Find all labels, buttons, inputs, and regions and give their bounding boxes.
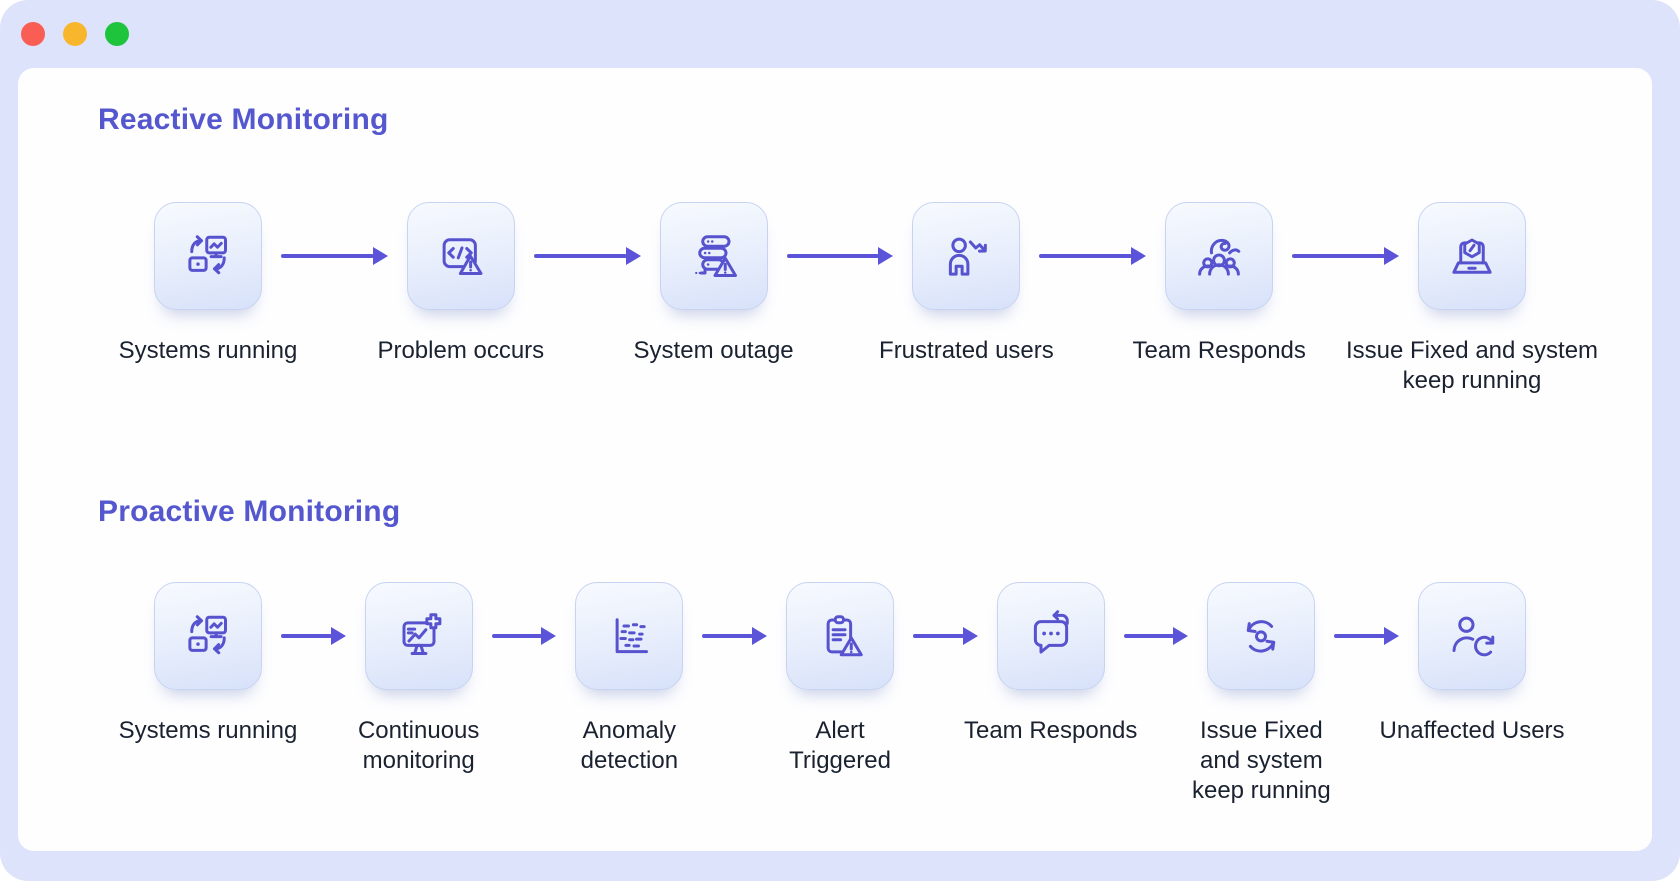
- flow-arrow: [774, 202, 907, 310]
- flow-arrow: [268, 202, 401, 310]
- flow-step-anomaly-detection: Anomaly detection: [569, 582, 689, 776]
- arrow-line: [533, 254, 627, 258]
- minimize-button[interactable]: [63, 22, 87, 46]
- window-titlebar: [0, 0, 1680, 68]
- flow-arrow: [1026, 202, 1159, 310]
- arrow-head-icon: [1173, 627, 1189, 645]
- proactive-monitoring-section: Proactive Monitoring Systems running Cont…: [98, 494, 1592, 806]
- arrow-head-icon: [1383, 247, 1399, 265]
- flow-step-continuous-monitoring: Continuous monitoring: [357, 582, 480, 776]
- step-label: Systems running: [118, 717, 298, 744]
- flow-step-issue-fixed-laptop: Issue Fixed and system keep running: [1346, 202, 1598, 396]
- flow-arrow: [900, 582, 991, 690]
- arrow-head-icon: [752, 627, 768, 645]
- flow-step-issue-fixed-sync: Issue Fixed and system keep running: [1192, 582, 1331, 806]
- step-label: Continuous monitoring: [357, 717, 480, 774]
- arrow-line: [1123, 634, 1175, 638]
- reactive-flow-row: Systems running Problem occurs System outa…: [98, 202, 1598, 396]
- step-label: System outage: [633, 337, 794, 364]
- flow-arrow: [521, 202, 654, 310]
- arrow-line: [1334, 634, 1386, 638]
- flow-arrow: [1111, 582, 1202, 690]
- arrow-line: [491, 634, 543, 638]
- arrow-line: [913, 634, 964, 638]
- arrow-head-icon: [1384, 627, 1400, 645]
- arrow-head-icon: [330, 627, 346, 645]
- zoom-button[interactable]: [105, 22, 129, 46]
- arrow-line: [281, 634, 332, 638]
- step-label: Issue Fixed and system keep running: [1191, 717, 1331, 804]
- arrow-line: [1039, 254, 1133, 258]
- flow-step-problem-occurs: Problem occurs: [377, 202, 544, 366]
- flow-step-systems-running: Systems running: [119, 202, 297, 366]
- system-outage-icon: [659, 202, 768, 310]
- proactive-flow-row: Systems running Continuous monitoring Anom…: [98, 582, 1592, 806]
- flow-step-team-responds-chat: Team Responds: [964, 582, 1137, 746]
- continuous-monitoring-icon: [364, 582, 473, 690]
- systems-running-icon: [154, 202, 262, 310]
- issue-fixed-sync-icon: [1207, 582, 1316, 690]
- arrow-line: [281, 254, 374, 258]
- team-responds-chat-icon: [996, 582, 1105, 690]
- issue-fixed-laptop-icon: [1417, 202, 1526, 310]
- systems-running-icon: [154, 582, 262, 690]
- arrow-head-icon: [372, 247, 388, 265]
- flow-arrow: [1279, 202, 1412, 310]
- step-label: Systems running: [118, 337, 298, 364]
- step-label: Team Responds: [963, 717, 1138, 744]
- team-responds-icon: [1165, 202, 1274, 310]
- arrow-head-icon: [962, 627, 978, 645]
- arrow-head-icon: [541, 627, 557, 645]
- close-button[interactable]: [21, 22, 45, 46]
- anomaly-detection-icon: [575, 582, 684, 690]
- proactive-monitoring-title: Proactive Monitoring: [98, 495, 401, 528]
- arrow-head-icon: [1131, 247, 1147, 265]
- step-label: Frustrated users: [879, 337, 1054, 364]
- arrow-head-icon: [625, 247, 641, 265]
- arrow-line: [1292, 254, 1385, 258]
- content-area: Reactive Monitoring Systems running Probl…: [18, 68, 1652, 851]
- step-label: Anomaly detection: [580, 717, 679, 774]
- arrow-line: [786, 254, 880, 258]
- arrow-head-icon: [878, 247, 894, 265]
- step-label: Alert Triggered: [789, 717, 891, 774]
- flow-arrow: [689, 582, 780, 690]
- step-label: Team Responds: [1132, 337, 1306, 364]
- frustrated-users-icon: [912, 202, 1021, 310]
- flow-step-system-outage: System outage: [634, 202, 794, 366]
- step-label: Issue Fixed and system keep running: [1345, 337, 1599, 394]
- flow-arrow: [268, 582, 359, 690]
- reactive-monitoring-section: Reactive Monitoring Systems running Probl…: [98, 102, 1598, 396]
- unaffected-users-icon: [1418, 582, 1527, 690]
- flow-step-systems-running: Systems running: [119, 582, 297, 746]
- alert-triggered-icon: [786, 582, 895, 690]
- flow-step-team-responds: Team Responds: [1132, 202, 1306, 366]
- flow-arrow: [1321, 582, 1412, 690]
- flow-step-unaffected-users: Unaffected Users: [1380, 582, 1565, 746]
- step-label: Problem occurs: [377, 337, 545, 364]
- reactive-monitoring-title: Reactive Monitoring: [98, 103, 389, 136]
- flow-step-frustrated-users: Frustrated users: [879, 202, 1054, 366]
- flow-arrow: [479, 582, 570, 690]
- arrow-line: [702, 634, 754, 638]
- flow-step-alert-triggered: Alert Triggered: [780, 582, 900, 776]
- problem-occurs-icon: [406, 202, 515, 310]
- step-label: Unaffected Users: [1379, 717, 1565, 744]
